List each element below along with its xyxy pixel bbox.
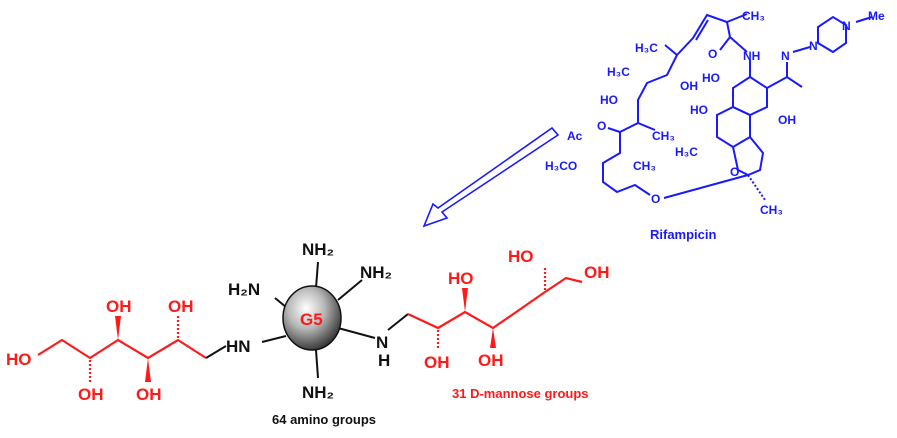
- rif-label: Me: [868, 9, 885, 23]
- oh-label: OH: [478, 351, 504, 370]
- rif-label: N: [842, 19, 851, 33]
- mannose-left: HO OH OH OH OH: [6, 297, 227, 404]
- rif-label: CH₃: [760, 203, 783, 217]
- oh-label: OH: [78, 385, 104, 404]
- rif-label: O: [708, 47, 717, 61]
- rifampicin-name: Rifampicin: [650, 227, 717, 242]
- amino-caption: 64 amino groups: [272, 412, 376, 427]
- g5-label: G5: [300, 310, 323, 329]
- oh-label: OH: [168, 297, 194, 316]
- amine-bottom: NH₂: [302, 383, 334, 402]
- oh-label: HO: [508, 247, 534, 266]
- oh-label: OH: [584, 263, 610, 282]
- amine-top: NH₂: [302, 240, 334, 259]
- oh-label: OH: [136, 385, 162, 404]
- rif-label: CH₃: [652, 129, 675, 143]
- rif-label: CH₃: [742, 9, 765, 23]
- g5-sphere: [282, 285, 342, 351]
- mannose-caption: 31 D-mannose groups: [452, 386, 589, 401]
- linker-n: N: [376, 333, 388, 352]
- rif-label: N: [809, 39, 818, 53]
- rif-label: O: [597, 119, 606, 133]
- amine-left: H₂N: [228, 280, 260, 299]
- rif-label: OH: [680, 79, 698, 93]
- rif-label: HO: [690, 103, 708, 117]
- rif-label: O: [651, 192, 660, 206]
- amine-right: NH₂: [360, 263, 392, 282]
- rif-label: HO: [600, 93, 618, 107]
- rif-label: N: [781, 49, 790, 63]
- rif-label: Ac: [567, 129, 583, 143]
- rifampicin-structure: CH₃ N Me N N NH O H₃C H₃C OH HO HO HO OH…: [545, 9, 885, 242]
- rif-label: O: [730, 165, 739, 179]
- dendrimer-core: G5 NH₂ H₂N NH₂ NH₂ HN N H 64 amino group…: [226, 240, 392, 427]
- rif-label: H₃CO: [545, 159, 577, 173]
- oh-label: HO: [448, 269, 474, 288]
- mannose-right: HO HO OH OH OH 31 D-mannose groups: [387, 247, 610, 401]
- rif-label: H₃C: [675, 145, 698, 159]
- oh-label: OH: [424, 353, 450, 372]
- oh-label: OH: [106, 297, 132, 316]
- oh-label: HO: [6, 350, 32, 369]
- reaction-arrow: [422, 126, 560, 228]
- rif-label: H₃C: [635, 41, 658, 55]
- rif-label: H₃C: [607, 65, 630, 79]
- linker-h: H: [378, 351, 390, 370]
- rif-label: CH₃: [633, 159, 656, 173]
- rif-label: HO: [702, 71, 720, 85]
- rif-label: OH: [778, 113, 796, 127]
- linker-hn: HN: [226, 337, 251, 356]
- rif-label: NH: [743, 49, 760, 63]
